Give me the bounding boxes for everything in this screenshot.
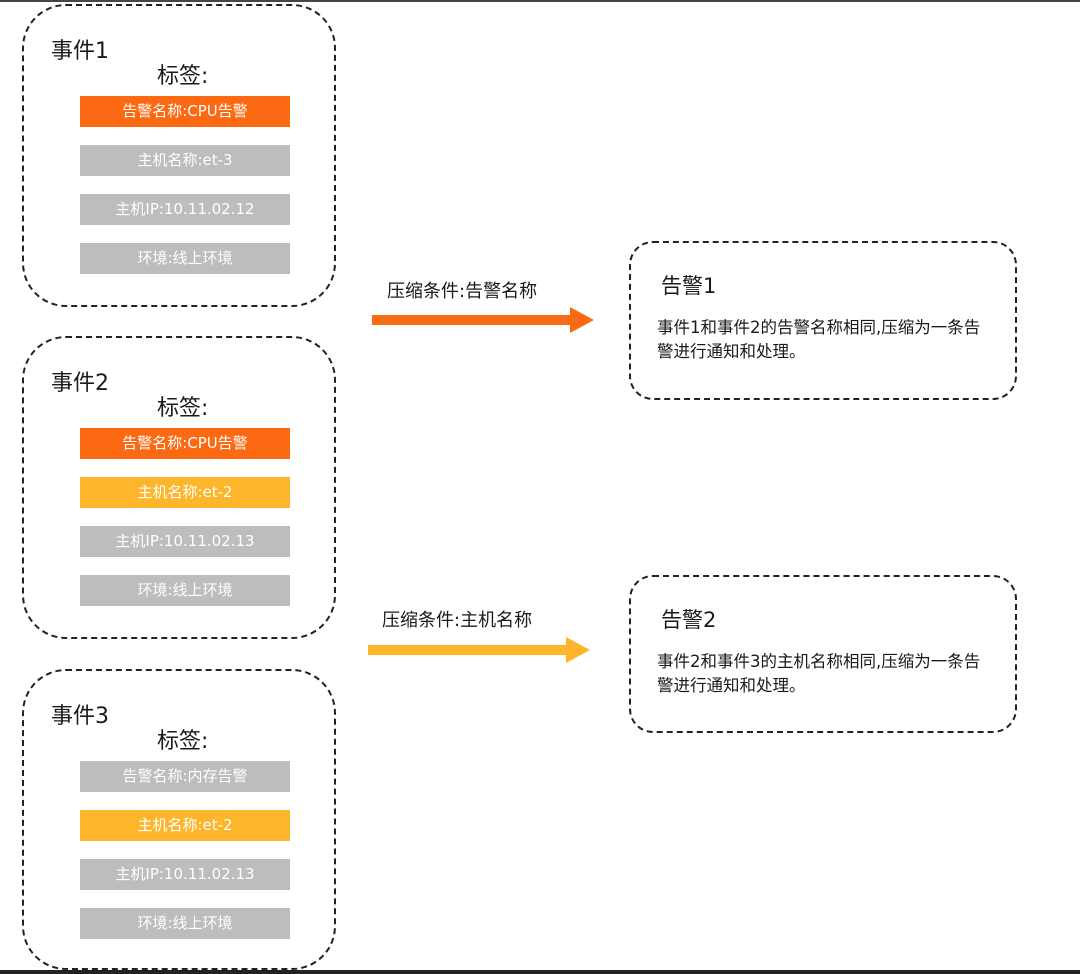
tag-environment: 环境:线上环境 <box>80 575 290 606</box>
event-2-box: 事件2 标签: 告警名称:CPU告警 主机名称:et-2 主机IP:10.11.… <box>22 336 336 639</box>
tag-heading: 标签: <box>157 396 209 421</box>
tag-heading: 标签: <box>157 64 209 89</box>
alert-title: 告警1 <box>661 274 717 298</box>
alert-title: 告警2 <box>661 608 717 632</box>
tag-environment: 环境:线上环境 <box>80 908 290 939</box>
alert-description: 事件1和事件2的告警名称相同,压缩为一条告警进行通知和处理。 <box>657 318 981 361</box>
alert-1-box: 告警1 事件1和事件2的告警名称相同,压缩为一条告警进行通知和处理。 <box>629 241 1017 400</box>
tag-alert-name: 告警名称:CPU告警 <box>80 428 290 459</box>
tag-host-name: 主机名称:et-2 <box>80 477 290 508</box>
bottom-border-line <box>0 970 1080 974</box>
tag-host-ip: 主机IP:10.11.02.12 <box>80 194 290 225</box>
arrow-1-label: 压缩条件:告警名称 <box>387 281 538 302</box>
tag-host-ip: 主机IP:10.11.02.13 <box>80 526 290 557</box>
top-border-line <box>0 0 1080 2</box>
tag-host-ip: 主机IP:10.11.02.13 <box>80 859 290 890</box>
event-title: 事件2 <box>51 371 109 396</box>
tag-alert-name: 告警名称:内存告警 <box>80 761 290 792</box>
event-3-box: 事件3 标签: 告警名称:内存告警 主机名称:et-2 主机IP:10.11.0… <box>22 669 336 970</box>
tag-heading: 标签: <box>157 729 209 754</box>
arrow-2-label: 压缩条件:主机名称 <box>382 610 533 631</box>
arrow-2 <box>368 637 590 663</box>
tag-alert-name: 告警名称:CPU告警 <box>80 96 290 127</box>
event-1-box: 事件1 标签: 告警名称:CPU告警 主机名称:et-3 主机IP:10.11.… <box>22 4 336 307</box>
alert-description: 事件2和事件3的主机名称相同,压缩为一条告警进行通知和处理。 <box>657 652 981 695</box>
event-title: 事件3 <box>51 704 109 729</box>
event-title: 事件1 <box>51 39 109 64</box>
tag-host-name: 主机名称:et-3 <box>80 145 290 176</box>
tag-environment: 环境:线上环境 <box>80 243 290 274</box>
alert-2-box: 告警2 事件2和事件3的主机名称相同,压缩为一条告警进行通知和处理。 <box>629 575 1017 733</box>
tag-host-name: 主机名称:et-2 <box>80 810 290 841</box>
arrow-1 <box>372 307 594 333</box>
